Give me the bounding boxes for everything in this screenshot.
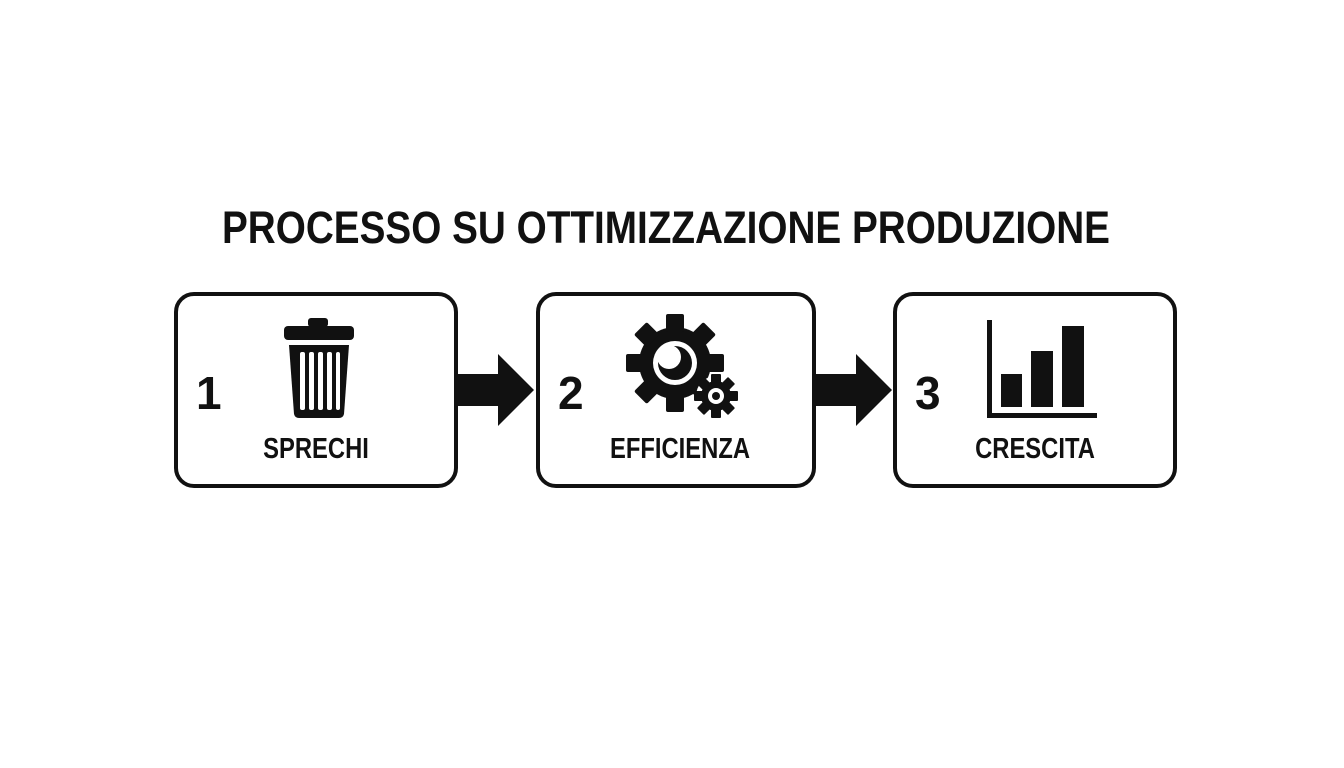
step-label-1: SPRECHI (263, 433, 369, 465)
gears-icon (626, 314, 738, 418)
step-number-1: 1 (196, 367, 222, 419)
step-number-3: 3 (915, 367, 941, 419)
step-box-2: 2 (536, 292, 816, 488)
step-label-2: EFFICIENZA (609, 433, 751, 465)
step-box-3: 3 CRESCITA (893, 292, 1177, 488)
diagram-title: PROCESSO SU OTTIMIZZAZIONE PRODUZIONE (221, 202, 1110, 253)
arrow-right-icon (814, 354, 892, 426)
step-box-1: 1 SPRECHI (174, 292, 458, 488)
step-number-2: 2 (558, 367, 584, 419)
step-label-3: CRESCITA (975, 433, 1095, 465)
trash-can-icon (284, 318, 354, 418)
bar-chart-icon (987, 320, 1097, 418)
arrow-right-icon (456, 354, 534, 426)
